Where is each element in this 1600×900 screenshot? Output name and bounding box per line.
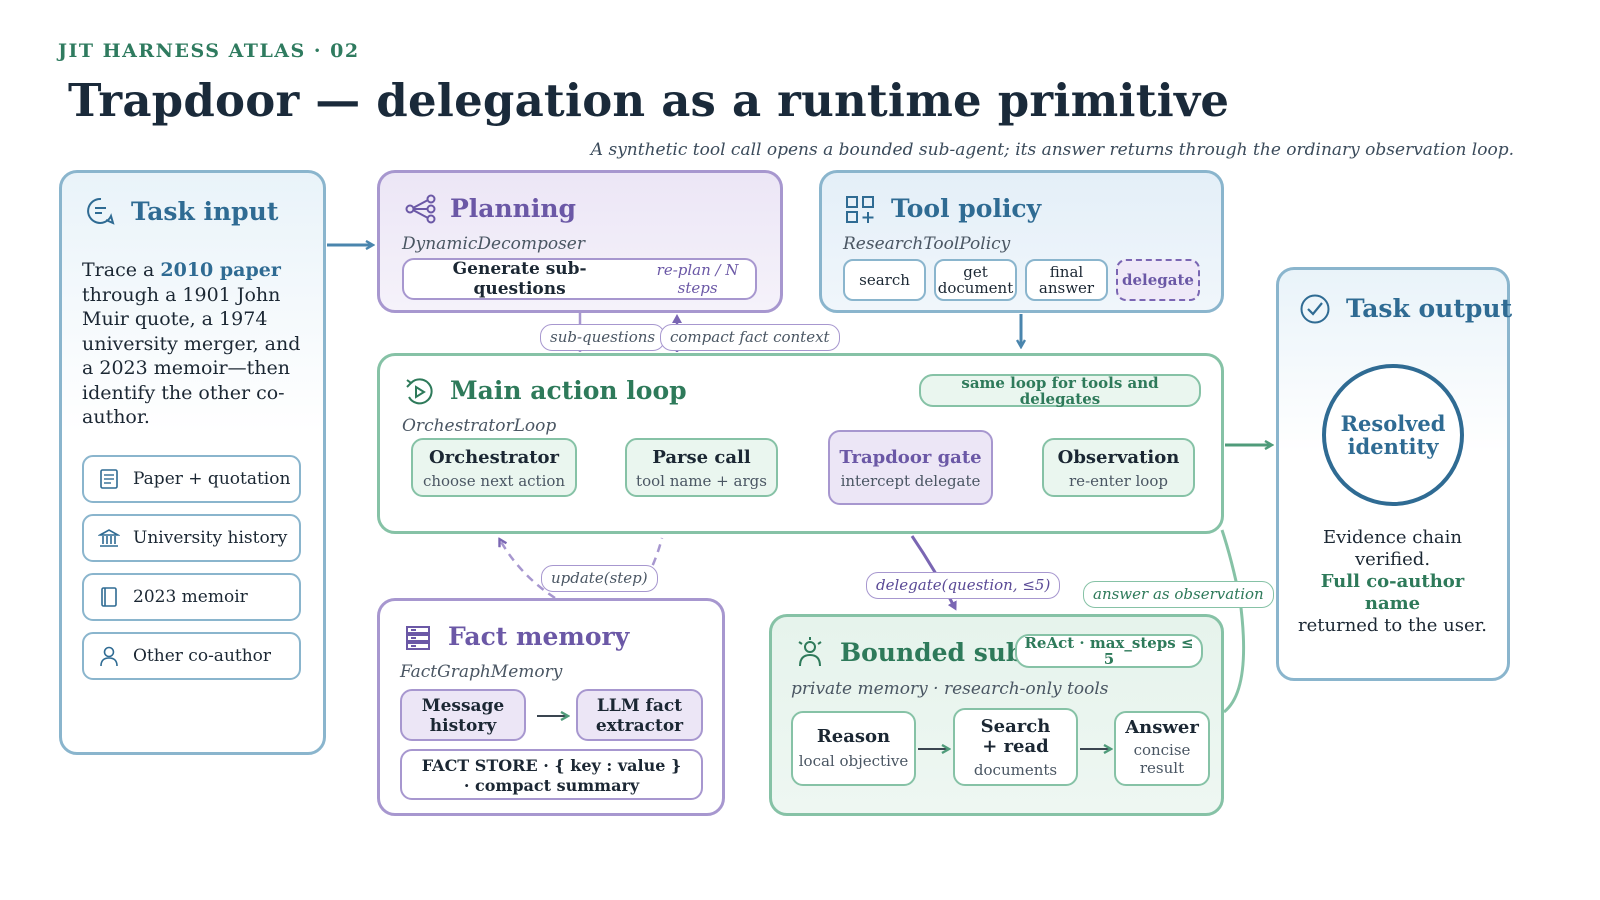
stage-observation: Observation re-enter loop: [1042, 438, 1195, 497]
institution-icon: [98, 529, 120, 547]
fact-memory-title: Fact memory: [448, 622, 630, 651]
task-input-title: Task input: [131, 197, 279, 226]
planning-class: DynamicDecomposer: [402, 234, 585, 254]
task-item-label: University history: [133, 528, 288, 548]
message-history-box: Message history: [400, 689, 526, 741]
tag-answer-observation: answer as observation: [1083, 581, 1274, 608]
resolved-identity-label: Resolved identity: [1340, 411, 1446, 459]
output-highlight: Full co-author name: [1320, 571, 1465, 614]
step-answer: Answer concise result: [1114, 711, 1210, 786]
resolved-identity-circle: Resolved identity: [1322, 364, 1464, 506]
task-item-memoir[interactable]: 2023 memoir: [82, 573, 301, 621]
llm-fact-extractor-box: LLM fact extractor: [576, 689, 703, 741]
tag-delegate-call: delegate(question, ≤5): [866, 572, 1061, 599]
search-chat-icon: [87, 197, 115, 225]
tool-final-answer[interactable]: final answer: [1025, 259, 1108, 301]
eyebrow-label: JIT HARNESS ATLAS · 02: [58, 40, 360, 62]
tag-sub-questions: sub-questions: [540, 324, 666, 351]
loop-play-icon: [406, 378, 433, 405]
person-icon: [100, 646, 118, 667]
tool-search[interactable]: search: [843, 259, 926, 301]
agent-icon: [798, 637, 822, 667]
stage-orchestrator: Orchestrator choose next action: [411, 438, 577, 497]
task-input-body: Trace a 2010 paper through a 1901 John M…: [82, 259, 301, 428]
document-icon: [100, 469, 118, 489]
tag-update-step: update(step): [541, 565, 658, 592]
task-item-label: 2023 memoir: [133, 587, 248, 607]
page-title: Trapdoor — delegation as a runtime primi…: [68, 74, 1230, 127]
line-answer-observation: [1220, 529, 1246, 714]
task-output-text: Evidence chain verified. Full co-author …: [1298, 527, 1487, 636]
sub-agent-subtitle: private memory · research-only tools: [791, 679, 1109, 699]
planning-action: Generate sub-questions: [452, 259, 587, 299]
main-loop-badge: same loop for tools and delegates: [919, 374, 1201, 407]
main-loop-title: Main action loop: [450, 376, 687, 405]
task-item-coauthor[interactable]: Other co-author: [82, 632, 301, 680]
page-subtitle: A synthetic tool call opens a bounded su…: [590, 140, 1514, 160]
tool-policy-title: Tool policy: [891, 194, 1042, 223]
step-reason: Reason local objective: [791, 711, 916, 786]
tool-delegate[interactable]: delegate: [1116, 259, 1200, 301]
grid-add-icon: [846, 196, 874, 223]
planning-action-note: re-plan / N steps: [656, 261, 739, 297]
generate-subquestions-box: Generate sub-questions re-plan / N steps: [402, 258, 757, 300]
step-search-read: Search + read documents: [953, 708, 1078, 786]
task-item-university[interactable]: University history: [82, 514, 301, 562]
main-loop-class: OrchestratorLoop: [402, 416, 557, 436]
task-item-label: Paper + quotation: [133, 469, 291, 489]
tool-policy-class: ResearchToolPolicy: [843, 234, 1011, 254]
tool-get-document[interactable]: get document: [934, 259, 1017, 301]
task-item-paper[interactable]: Paper + quotation: [82, 455, 301, 503]
planning-title: Planning: [450, 194, 577, 223]
fact-memory-class: FactGraphMemory: [400, 662, 563, 682]
share-nodes-icon: [405, 194, 436, 224]
task-highlight: 2010 paper: [160, 259, 281, 281]
book-icon: [101, 587, 117, 607]
fact-store-box: FACT STORE · { key : value } · compact s…: [400, 749, 703, 800]
task-item-label: Other co-author: [133, 646, 272, 666]
tag-compact-fact-context: compact fact context: [660, 324, 840, 351]
database-stack-icon: [406, 626, 430, 650]
stage-trapdoor-gate: Trapdoor gate intercept delegate: [828, 430, 993, 505]
check-circle-icon: [1300, 294, 1330, 324]
task-output-title: Task output: [1346, 294, 1513, 323]
stage-parse-call: Parse call tool name + args: [625, 438, 778, 497]
sub-agent-badge: ReAct · max_steps ≤ 5: [1015, 634, 1203, 668]
